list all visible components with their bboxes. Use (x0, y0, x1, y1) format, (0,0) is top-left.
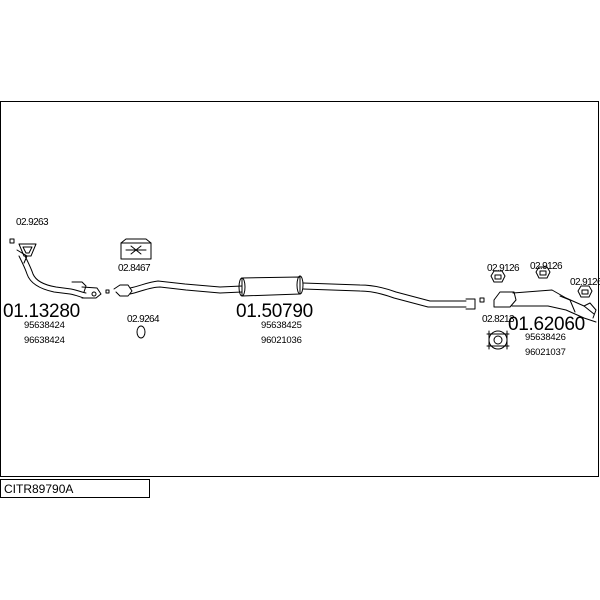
rubber-mount-2-part[interactable] (535, 266, 551, 279)
ring-label: 02.9264 (127, 314, 160, 325)
rubber-mount-1-part[interactable] (490, 270, 506, 283)
small-nut-icon (479, 297, 485, 303)
middle-oem-1: 95638425 (261, 320, 302, 331)
rubber-mount-2-label: 02.9126 (530, 261, 563, 272)
front-pipe-oem-2: 96638424 (24, 335, 65, 346)
diagram-code-box: CITR89790A (0, 479, 150, 498)
small-nut-icon (9, 238, 15, 244)
front-pipe-part[interactable] (16, 249, 102, 299)
front-pipe-gasket-label: 02.9263 (16, 217, 49, 228)
ring-part[interactable] (136, 325, 146, 339)
rubber-mount-3-label: 02.9126 (570, 277, 600, 288)
front-pipe-gasket-part[interactable] (18, 243, 37, 257)
rubber-mount-1-label: 02.9126 (487, 263, 520, 274)
rear-clamp-part[interactable] (486, 330, 510, 350)
rear-clamp-label: 02.8213 (482, 314, 515, 325)
middle-silencer-part[interactable] (113, 275, 476, 310)
rubber-mount-3-part[interactable] (577, 285, 593, 298)
rear-silencer-label: 01.62060 (508, 314, 585, 335)
middle-oem-2: 96021036 (261, 335, 302, 346)
front-pipe-label: 01.13280 (3, 301, 80, 322)
rear-oem-1: 95638426 (525, 332, 566, 343)
clamp-kit-label: 02.8467 (118, 263, 151, 274)
rear-oem-2: 96021037 (525, 347, 566, 358)
small-nut-icon (105, 289, 110, 294)
middle-silencer-label: 01.50790 (236, 301, 313, 322)
rear-silencer-part[interactable] (493, 289, 597, 323)
diagram-code: CITR89790A (4, 482, 74, 496)
front-pipe-oem-1: 95638424 (24, 320, 65, 331)
clamp-kit-part[interactable] (120, 238, 152, 260)
